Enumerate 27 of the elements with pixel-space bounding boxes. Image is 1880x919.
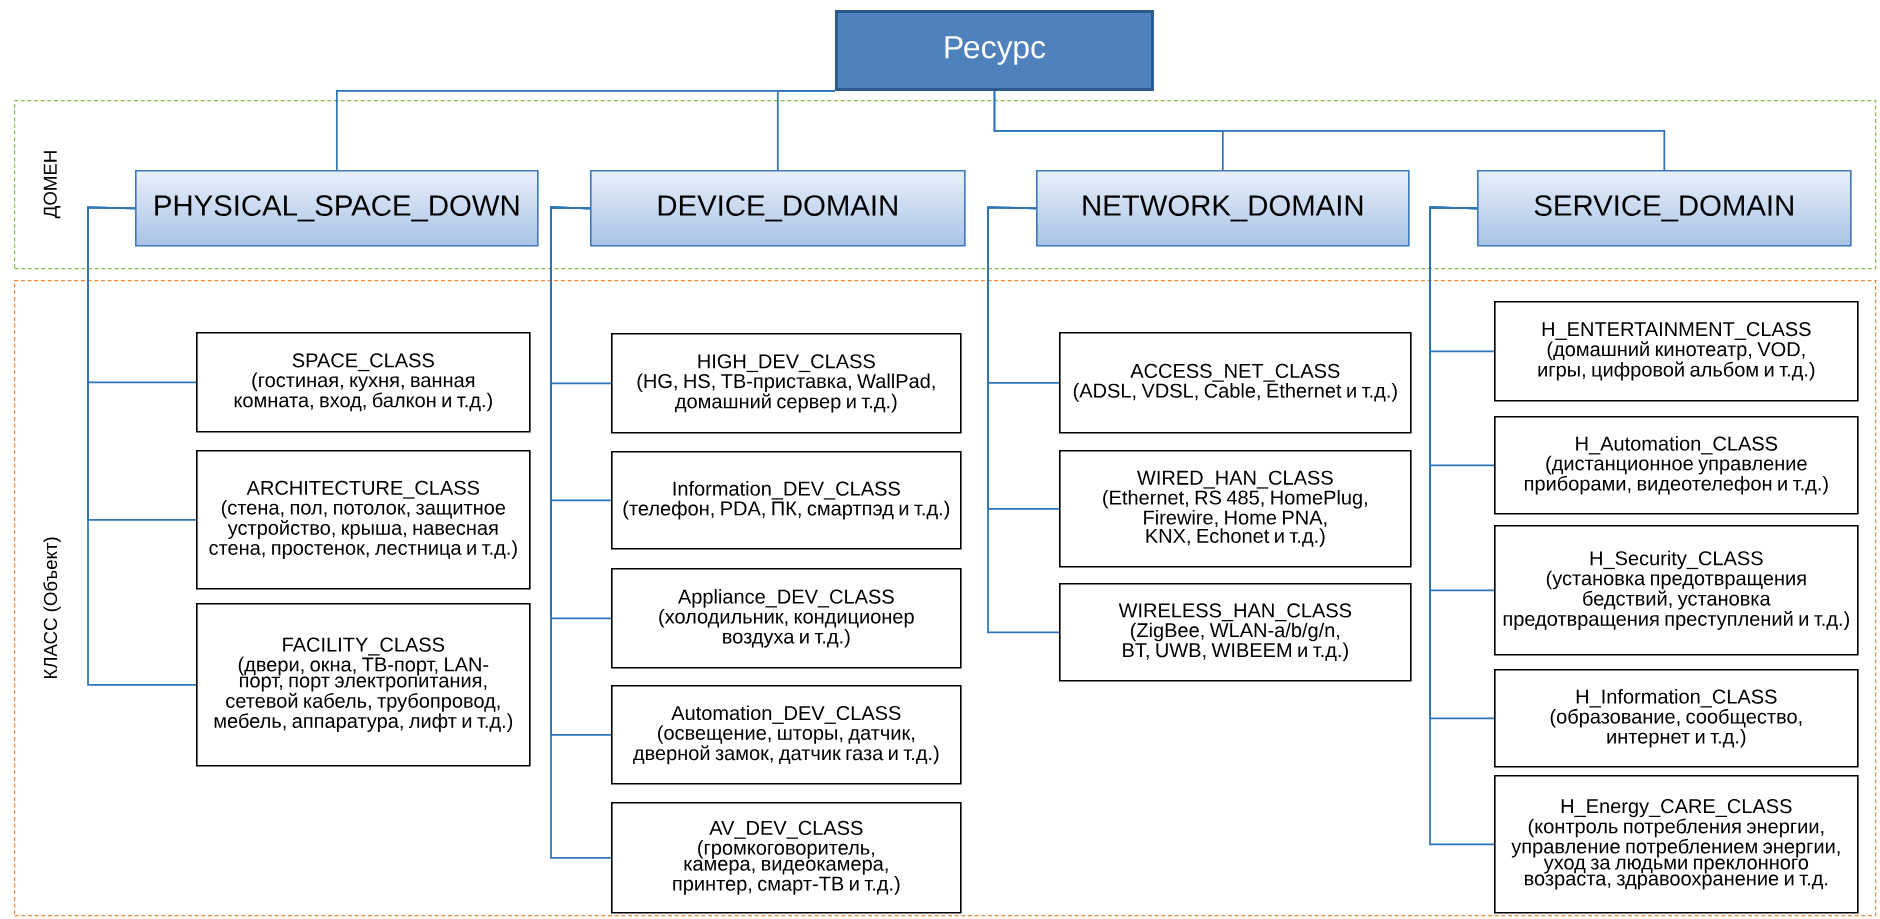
class-box: AV_DEV_CLASS (громкоговоритель, камера, видеокамера, принтер, смарт-ТВ и т.д.) — [611, 802, 962, 914]
class-box: H_Security_CLASS (установка предотвращения бедствий, установка предотвращения преступлений и т.д.) — [1494, 525, 1859, 656]
class-box: FACILITY_CLASS (двери, окна, ТВ-порт, LAN-порт, порт электропитания, сетевой кабель, трубопровод, мебель, аппаратура, лифт и т.д.) — [196, 603, 531, 767]
class-box: H_ENTERTAINMENT_CLASS (домашний кинотеатр, VOD, игры, цифровой альбом и т.д.) — [1494, 301, 1859, 402]
connector-line — [87, 206, 197, 686]
class-box: ACCESS_NET_CLASS (ADSL, VDSL, Cable, Ethernet и т.д.) — [1059, 332, 1412, 434]
class-box: ARCHITECTURE_CLASS (стена, пол, потолок, защитное устройство, крыша, навесная стена, простенок, лестница и т.д.) — [196, 450, 531, 590]
class-box: WIRED_HAN_CLASS (Ethernet, RS 485, HomePlug, Firewire, Home PNA, KNX, Echonet и т.д.) — [1059, 450, 1412, 568]
class-box: Information_DEV_CLASS (телефон, PDA, ПК, смартпэд и т.д.) — [611, 451, 962, 550]
domain-box: PHYSICAL_SPACE_DOWN — [135, 170, 539, 247]
class-box: SPACE_CLASS (гостиная, кухня, ванная комната, вход, балкон и т.д.) — [196, 332, 531, 433]
class-box: H_Automation_CLASS (дистанционное управление приборами, видеотелефон и т.д.) — [1494, 416, 1859, 515]
domain-box: SERVICE_DOMAIN — [1477, 170, 1852, 247]
domain-box: NETWORK_DOMAIN — [1036, 170, 1410, 247]
class-box: HIGH_DEV_CLASS (HG, HS, ТВ-приставка, WallPad, домашний сервер и т.д.) — [611, 333, 962, 434]
class-box: H_Information_CLASS (образование, сообщество, интернет и т.д.) — [1494, 669, 1859, 768]
connector-line — [993, 90, 1666, 171]
class-box: Automation_DEV_CLASS (освещение, шторы, датчик, дверной замок, датчик газа и т.д.) — [611, 685, 962, 785]
connector-line — [1429, 206, 1495, 846]
connector-line — [550, 206, 612, 859]
class-box: H_Energy_CARE_CLASS (контроль потребления энергии, управление потреблением энергии, уход за людьми преклонного возраста, здравоохранение и т.д. — [1494, 775, 1859, 914]
connector-line — [987, 206, 1060, 634]
domain-box: DEVICE_DOMAIN — [590, 170, 966, 247]
class-box: Appliance_DEV_CLASS (холодильник, кондиционер воздуха и т.д.) — [611, 568, 962, 669]
class-box: WIRELESS_HAN_CLASS (ZigBee, WLAN-a/b/g/n, BT, UWB, WIBEEM и т.д.) — [1059, 583, 1412, 682]
connector-line — [776, 90, 836, 171]
root-box: Ресурс — [835, 10, 1154, 91]
